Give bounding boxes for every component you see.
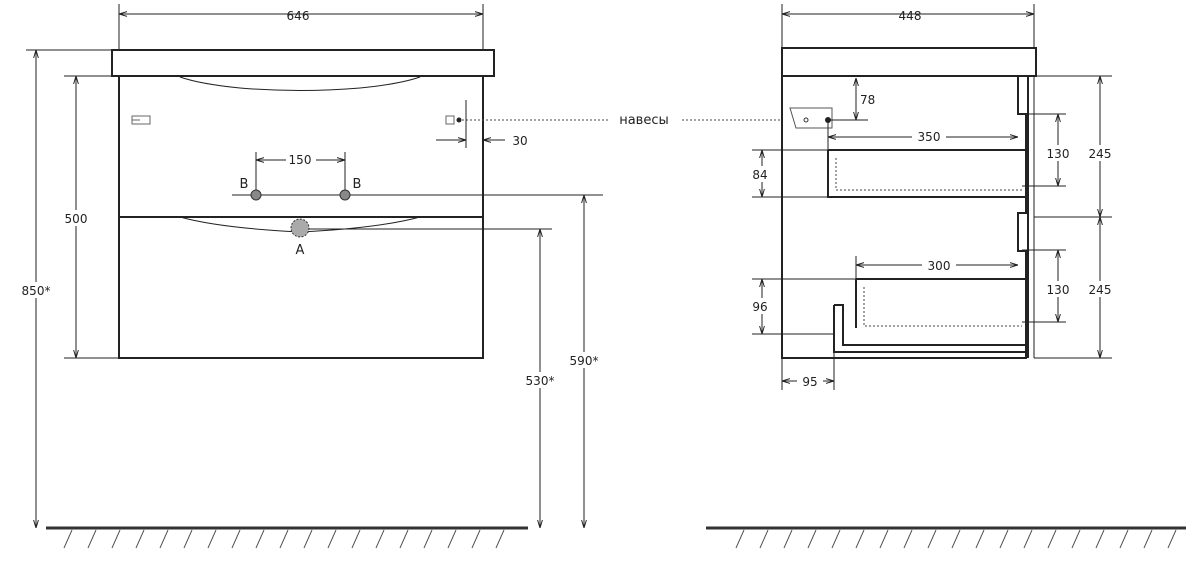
mount-point-b-left-icon [250, 189, 262, 201]
drain-point-a-icon [290, 218, 310, 238]
dim-95-label: 95 [802, 375, 817, 389]
lower-drawer-inner [863, 287, 1022, 327]
front-view: 646 850* 500 150 B B A 30 [18, 4, 790, 549]
dim-mount-height-label: 590* [570, 354, 599, 368]
floor-hatch-front [63, 529, 505, 549]
hinge-caption: навесы [619, 113, 669, 128]
hinge-right-icon [445, 115, 462, 125]
dim-width-label: 646 [287, 9, 310, 23]
drawer-front-upper-top [1017, 75, 1029, 115]
side-cabinet-body [781, 75, 1027, 359]
dim-130-bottom-label: 130 [1047, 283, 1070, 297]
upper-drawer-inner [835, 158, 1022, 191]
floor-hatch-side [735, 529, 1177, 549]
dim-78-label: 78 [860, 93, 875, 107]
label-b-left: B [240, 177, 249, 192]
dim-96-label: 96 [752, 300, 767, 314]
hinge-left-icon [131, 115, 151, 125]
dim-spacing-label: 150 [289, 153, 312, 167]
dim-hinge-offset-label: 30 [512, 134, 527, 148]
dim-350-label: 350 [918, 130, 941, 144]
side-basin-top [781, 47, 1037, 77]
basin-bowl-upper [179, 76, 421, 91]
dim-84-label: 84 [752, 168, 767, 182]
basin-countertop [111, 49, 495, 77]
label-b-right: B [353, 177, 362, 192]
dim-245-bottom-label: 245 [1089, 283, 1112, 297]
lower-drawer-box [855, 278, 1026, 328]
mount-point-b-right-icon [339, 189, 351, 201]
dim-depth-label: 448 [899, 9, 922, 23]
dim-total-height-label: 850* [22, 284, 51, 298]
drawer-front-lower-top [1017, 212, 1029, 252]
dim-drain-height-label: 530* [526, 374, 555, 388]
dim-300-label: 300 [928, 259, 951, 273]
dim-body-height-label: 500 [65, 212, 88, 226]
dim-245-top-label: 245 [1089, 147, 1112, 161]
label-a: A [296, 243, 305, 258]
dim-130-top-label: 130 [1047, 147, 1070, 161]
side-view: навесы 448 78 350 84 130 245 [608, 4, 1186, 549]
